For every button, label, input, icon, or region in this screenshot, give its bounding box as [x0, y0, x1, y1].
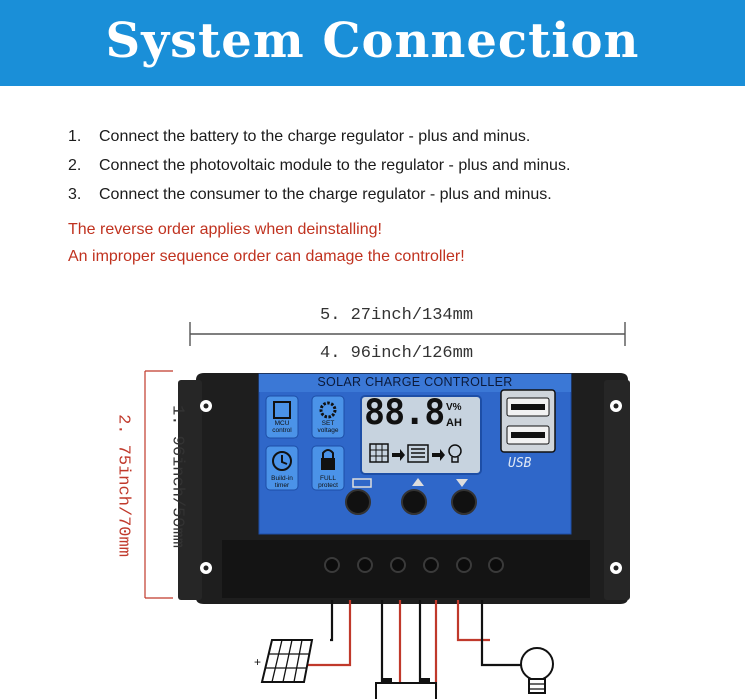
protect-label-line-1: FULL — [320, 475, 336, 482]
solar-panel-icon — [369, 443, 389, 463]
warning-reverse-order: The reverse order applies when deinstall… — [68, 221, 382, 238]
protect-label: FULL protect — [312, 475, 344, 489]
triangle-up-icon — [412, 478, 424, 486]
down-button — [451, 489, 477, 515]
step-text: Connect the consumer to the charge regul… — [99, 186, 552, 203]
instruction-step: 3. Connect the consumer to the charge reg… — [68, 180, 570, 209]
chip-icon — [273, 401, 291, 419]
timer-label-line-2: timer — [274, 482, 290, 489]
timer-label: Build-in timer — [266, 475, 298, 489]
set-voltage-label: SET voltage — [312, 420, 344, 434]
arrow-right-icon — [392, 449, 405, 461]
arrow-right-icon — [432, 449, 445, 461]
lcd-unit-bottom: AH — [446, 417, 462, 429]
inner-width-label: 4. 96inch/126mm — [320, 344, 474, 363]
bulb-icon — [448, 444, 462, 458]
lock-icon — [321, 458, 335, 470]
menu-icon — [352, 478, 372, 488]
step-number: 2. — [68, 157, 82, 174]
instruction-step: 2. Connect the photovoltaic module to the… — [68, 151, 570, 180]
mcu-control-label: MCU control — [266, 420, 298, 434]
outer-width-dimension — [189, 322, 626, 346]
panel-title: SOLAR CHARGE CONTROLLER — [317, 375, 513, 389]
outer-height-label: 2. 75inch/70mm — [113, 414, 133, 557]
control-buttons — [352, 478, 468, 488]
mcu-label-line-2: control — [272, 427, 292, 434]
step-number: 3. — [68, 186, 82, 203]
up-button — [401, 489, 427, 515]
lcd-unit-top: V% — [446, 402, 462, 413]
step-text: Connect the battery to the charge regula… — [99, 128, 531, 145]
battery-icon — [375, 678, 437, 699]
clock-icon — [272, 451, 292, 471]
outer-height-dimension — [144, 370, 173, 599]
set-label-line-2: voltage — [317, 427, 339, 434]
wire-terminals — [324, 557, 504, 573]
header-banner: System Connection — [0, 0, 745, 86]
inner-height-label: 1. 96inch/50mm — [167, 405, 187, 548]
warning-improper-sequence: An improper sequence order can damage th… — [68, 248, 465, 265]
triangle-down-icon — [456, 479, 468, 487]
usb-ports — [500, 389, 556, 453]
set-label-line-1: SET — [321, 420, 335, 427]
instruction-step: 1. Connect the battery to the charge regu… — [68, 122, 570, 151]
timer-label-line-1: Build-in — [271, 475, 293, 482]
usb-label: USB — [508, 456, 532, 471]
bulb-icon — [520, 647, 554, 694]
gear-icon — [319, 401, 337, 419]
lcd-display — [360, 395, 482, 475]
step-text: Connect the photovoltaic module to the r… — [99, 157, 571, 174]
plus-sign: + — [254, 655, 261, 669]
page-title: System Connection — [105, 13, 640, 69]
protect-label-line-2: protect — [318, 482, 338, 489]
menu-button — [345, 489, 371, 515]
battery-icon — [407, 444, 429, 463]
step-number: 1. — [68, 128, 82, 145]
lcd-digits: 88.8 — [364, 393, 445, 433]
mcu-label-line-1: MCU — [274, 420, 290, 427]
instruction-list: 1. Connect the battery to the charge regu… — [68, 122, 570, 209]
outer-width-label: 5. 27inch/134mm — [320, 306, 474, 325]
wiring — [305, 600, 525, 690]
solar-panel-icon: + — [254, 639, 314, 683]
feature-icons — [265, 395, 345, 491]
